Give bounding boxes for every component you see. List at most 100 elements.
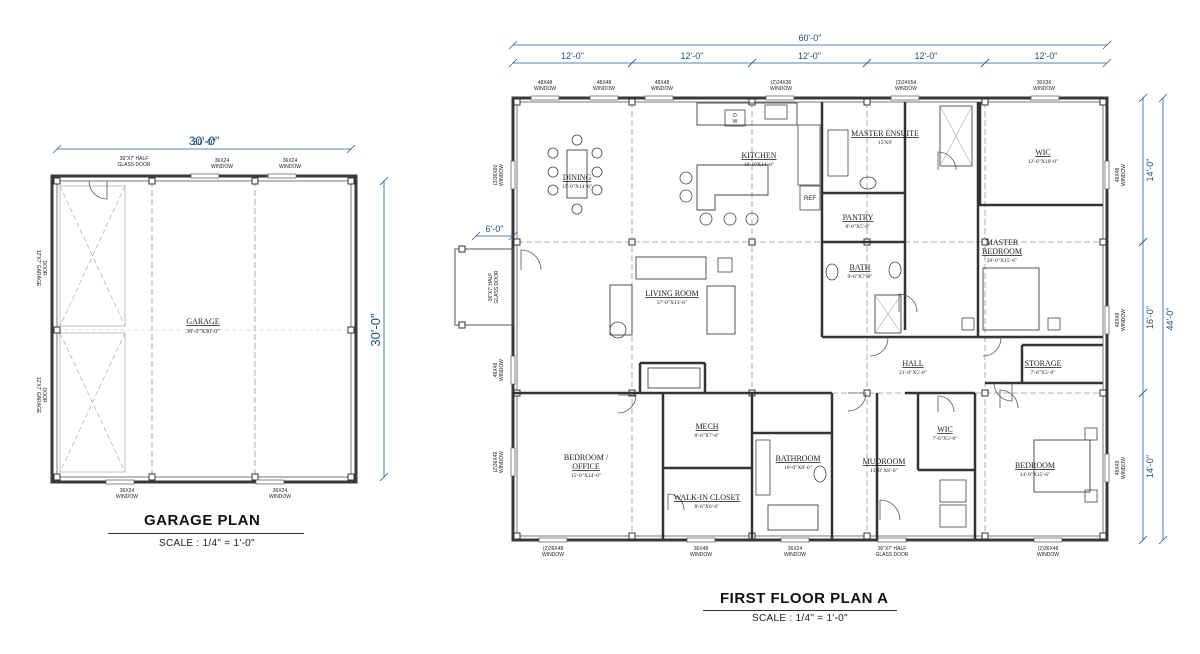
floor-window-label: 36X24 [788,546,803,552]
garage-plan-scale: SCALE : 1/4" = 1'-0" [159,538,255,549]
garage-door-panel-x [59,185,126,327]
garage-window-label: WINDOW [279,164,301,170]
garage-door-panel [59,185,126,327]
floor-window-label: 30X36 [1037,80,1052,86]
bar-stool [679,189,693,203]
house-window [538,537,568,543]
room-name: KITCHEN [741,151,776,160]
garage-dim-height-tick [379,472,389,482]
floor-dim-right-tick [1138,535,1148,545]
post [863,532,871,540]
room-name: MASTER ENSUITE [851,129,919,138]
floor-window-label: GLASS DOOR [875,552,908,558]
post [748,98,756,106]
floor-dim-total-height-tick [1158,93,1168,103]
dryer [939,504,967,528]
post [1099,532,1107,540]
door-swing [993,382,1013,402]
house-window [877,537,907,543]
garage-dim-height-label: 30'-0" [368,313,383,347]
nightstand [1084,489,1098,503]
floor-door-label: GLASS DOOR [494,270,500,303]
room-name: MECH [695,422,718,431]
room-size: 15'-0"X14'-6" [562,184,593,190]
post [628,238,636,246]
kitchen-island [696,164,769,211]
room-size: 9'-6"X7'-6" [847,274,872,280]
floor-title-underline [703,610,897,611]
floor-dim-segment-tick [1102,58,1112,68]
bath-shower [874,294,902,334]
garage-dim-width-tick [346,144,356,154]
post [628,98,636,106]
bath-sink [825,263,839,281]
floor-dim-segment-tick [747,58,757,68]
floor-dim-total-height-label: 44'-0" [1165,308,1175,331]
toilet [859,176,877,190]
post [53,326,61,334]
bathroom-vanity [755,439,771,496]
floor-window-label: WINDOW [770,86,792,92]
post [513,238,521,246]
floor-window-label: WINDOW [542,552,564,558]
garage-room-name: GARAGE [186,317,219,326]
room-size: 8'-0"X5'-0" [845,224,870,230]
room-name: STORAGE [1025,359,1062,368]
room-name: BATH [850,263,871,272]
room-name: WIC [937,425,953,434]
bathroom-toilet [813,465,827,483]
floor-window-label: WINDOW [895,86,917,92]
garage-window [190,173,220,179]
house-window [1030,95,1060,101]
floor-window-label: WINDOW [499,451,505,473]
floor-dim-right-label: 16'-0" [1145,306,1155,329]
door-swing [667,493,685,511]
door-swing [937,151,957,171]
door-swing [617,394,637,414]
door-swing [869,337,889,357]
garage-dim-width-tick [52,144,62,154]
garage-title-underline [108,533,304,534]
floor-window-label: WINDOW [499,164,505,186]
floor-window-label: WINDOW [499,359,505,381]
floor-dim-segment-tick [980,58,990,68]
bar-stool [679,171,693,185]
house-window [780,537,810,543]
post [863,98,871,106]
post [458,245,466,253]
floor-dim-total-height-tick [1158,535,1168,545]
post [981,98,989,106]
post [748,238,756,246]
washer [939,479,967,503]
house-window [644,95,674,101]
floor-dim-right-tick [1138,237,1148,247]
floor-window-label: 48X48 [1115,461,1121,476]
floor-window-label: (3)36X60 [493,165,499,186]
floor-dim-segment-label: 12'-0" [1035,51,1058,61]
floor-door-label: 36"X7' HALF [488,273,494,302]
dining-chair [591,147,603,159]
floor-window-label: WINDOW [593,86,615,92]
floor-window-label: WINDOW [1033,86,1055,92]
garage-door-label: GLASS DOOR [117,162,150,168]
nightstand [1084,427,1098,441]
floor-window-label: WINDOW [1121,164,1127,186]
door-swing [982,337,1002,357]
post [1099,238,1107,246]
kitchen-counter [696,102,798,126]
porch-dim-tick [508,231,518,241]
room-size: 10'-0"X8'-0" [784,465,812,471]
room-name: BEDROOM / [564,453,609,462]
post [347,177,355,185]
door-swing [879,499,901,521]
floor-dim-segment-tick [862,58,872,68]
room-size: 14'-0"X15'-6" [1020,472,1051,478]
garage-door-label: 36"X7' HALF [120,156,149,162]
ottoman [706,285,736,335]
post [347,473,355,481]
room-size: 15'-0"X14'-0" [571,473,602,479]
room-name: WIC [1035,148,1051,157]
floor-window-label: 48X48 [1115,313,1121,328]
post [1099,389,1107,397]
